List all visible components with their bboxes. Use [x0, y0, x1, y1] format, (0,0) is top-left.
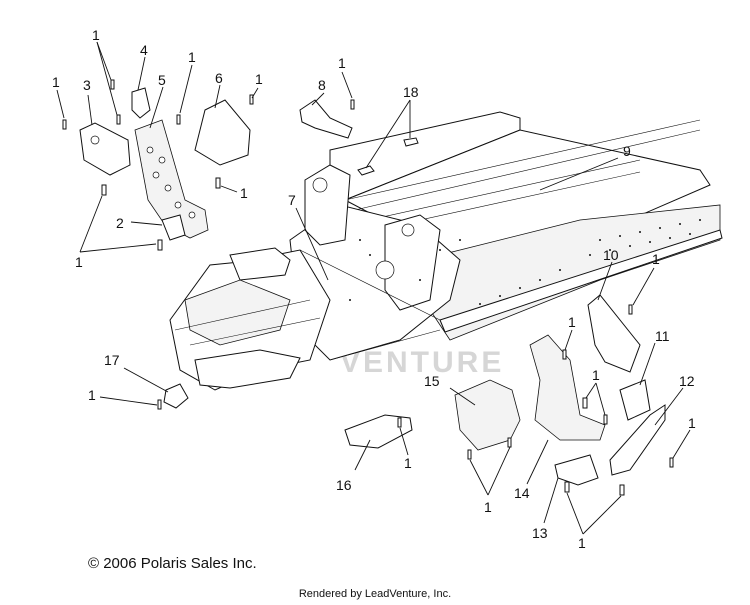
leader-lines: [56, 41, 691, 535]
callout-8: 8: [318, 77, 326, 93]
chassis-tunnel: [169, 111, 723, 391]
callout-2: 2: [116, 215, 124, 231]
callout-labels: 1 1 1 1 1 1 1 1 1 1 1 1 1 1 1 2 3 4 5 6 …: [52, 27, 696, 551]
callout-1: 1: [404, 455, 412, 471]
callout-1: 1: [52, 74, 60, 90]
part-11-plate: [619, 379, 651, 421]
part-3-bracket: [79, 122, 131, 176]
part-14-bracket: [529, 334, 606, 441]
callout-1: 1: [568, 314, 576, 330]
callout-6: 6: [215, 70, 223, 86]
callout-7: 7: [288, 192, 296, 208]
callout-17: 17: [104, 352, 120, 368]
watermark-text: VENTURE: [340, 346, 504, 379]
callout-1: 1: [240, 185, 248, 201]
rendered-by-text: Rendered by LeadVenture, Inc.: [298, 588, 452, 600]
part-15-plate: [454, 379, 521, 451]
callout-1: 1: [338, 55, 346, 71]
part-17-clip: [163, 383, 189, 409]
part-12-bracket: [609, 404, 666, 476]
callout-11: 11: [655, 328, 670, 344]
part-13-bracket: [554, 454, 599, 486]
callout-1: 1: [688, 415, 696, 431]
callout-9: 9: [623, 143, 631, 159]
part-8-bracket: [299, 99, 353, 139]
callout-16: 16: [336, 477, 352, 493]
callout-18: 18: [403, 84, 419, 100]
part-2-bracket: [161, 214, 186, 241]
callout-1: 1: [188, 49, 196, 65]
callout-1: 1: [88, 387, 96, 403]
callout-1: 1: [75, 254, 83, 270]
callout-14: 14: [514, 485, 530, 501]
copyright-text: © 2006 Polaris Sales Inc.: [88, 555, 257, 572]
fasteners: [62, 79, 674, 496]
callout-1: 1: [92, 27, 100, 43]
part-6-plate: [194, 99, 251, 166]
part-4-clip: [131, 87, 151, 119]
callout-1: 1: [578, 535, 586, 551]
callout-5: 5: [158, 72, 166, 88]
callout-1: 1: [484, 499, 492, 515]
callout-1: 1: [592, 367, 600, 383]
callout-13: 13: [532, 525, 548, 541]
callout-1: 1: [652, 251, 660, 267]
callout-1: 1: [255, 71, 263, 87]
part-16-plate: [344, 414, 413, 449]
callout-15: 15: [424, 373, 440, 389]
callout-3: 3: [83, 77, 91, 93]
callout-12: 12: [679, 373, 695, 389]
callout-4: 4: [140, 42, 148, 58]
callout-10: 10: [603, 247, 619, 263]
part-18-pad-b: [403, 137, 419, 147]
